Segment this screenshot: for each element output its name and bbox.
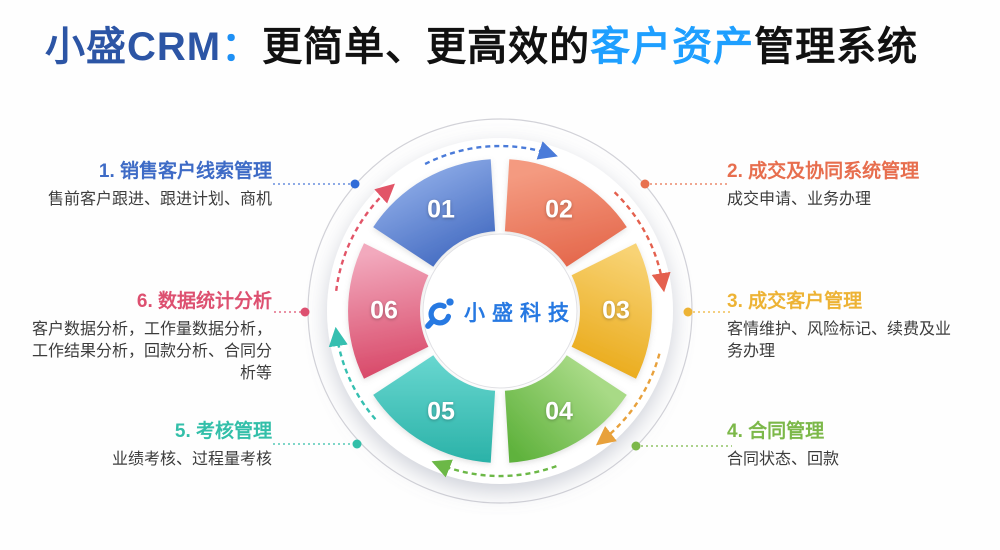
arrow-06-to-01	[335, 183, 395, 292]
section-4: 4. 合同管理 合同状态、回款	[727, 416, 839, 471]
title-colon: ：	[221, 25, 263, 69]
segment-06	[348, 243, 429, 379]
section-6-desc: 客户数据分析，工作量数据分析，工作结果分析，回款分析、合同分析等	[31, 321, 272, 382]
section-6: 6. 数据统计分析 客户数据分析，工作量数据分析，工作结果分析，回款分析、合同分…	[24, 286, 272, 385]
logo-text: 小盛科技	[464, 302, 576, 325]
section-3: 3. 成交客户管理 客情维护、风险标记、续费及业务办理	[727, 286, 955, 363]
section-3-desc: 客情维护、风险标记、续费及业务办理	[727, 321, 952, 360]
section-2-desc: 成交申请、业务办理	[727, 191, 872, 208]
arrow-03-to-04	[595, 353, 661, 446]
ring-segments	[348, 159, 652, 463]
connector-dot-5	[352, 439, 362, 449]
section-2-title: 2. 成交及协同系统管理	[727, 161, 920, 182]
section-5-title: 5. 考核管理	[174, 421, 272, 442]
section-6-title: 6. 数据统计分析	[136, 291, 272, 312]
segment-01	[373, 159, 496, 267]
arrow-05-to-06	[328, 326, 377, 420]
title-brand: 小盛CRM	[45, 25, 222, 69]
title-pre: 更简单、更高效的	[262, 25, 591, 69]
section-1-title: 1. 销售客户线索管理	[98, 161, 272, 182]
section-1-desc: 售前客户跟进、跟进计划、商机	[47, 191, 272, 208]
wrench-swirl-icon	[425, 298, 454, 329]
section-5: 5. 考核管理 业绩考核、过程量考核	[112, 416, 272, 471]
connector-dots	[300, 179, 693, 451]
section-4-desc: 合同状态、回款	[727, 451, 840, 468]
title-highlight: 客户资产	[590, 25, 755, 69]
arrow-04-to-05	[431, 459, 557, 478]
section-3-title: 3. 成交客户管理	[727, 291, 863, 312]
segment-02	[504, 159, 627, 267]
page-title: 小盛CRM：更简单、更高效的客户资产管理系统	[45, 14, 918, 72]
connector-dot-4	[631, 441, 641, 451]
connector-dot-1	[350, 179, 360, 189]
arrow-02-to-03	[613, 191, 671, 293]
connector-dot-6	[300, 307, 310, 317]
cycle-arrows	[328, 141, 671, 478]
connector-dot-3	[683, 307, 693, 317]
arrow-01-to-02	[424, 141, 558, 166]
segment-04	[504, 355, 627, 463]
connector-dot-2	[640, 179, 650, 189]
segment-05	[373, 355, 496, 463]
section-1: 1. 销售客户线索管理 售前客户跟进、跟进计划、商机	[48, 156, 272, 211]
section-5-desc: 业绩考核、过程量考核	[111, 451, 272, 468]
section-4-title: 4. 合同管理	[727, 421, 825, 442]
segment-03	[571, 243, 652, 379]
connector-lines	[273, 183, 732, 447]
center-hub-circle	[422, 233, 578, 389]
title-post: 管理系统	[754, 25, 919, 69]
section-2: 2. 成交及协同系统管理 成交申请、业务办理	[727, 156, 919, 211]
center-logo: 小盛科技	[424, 294, 576, 330]
